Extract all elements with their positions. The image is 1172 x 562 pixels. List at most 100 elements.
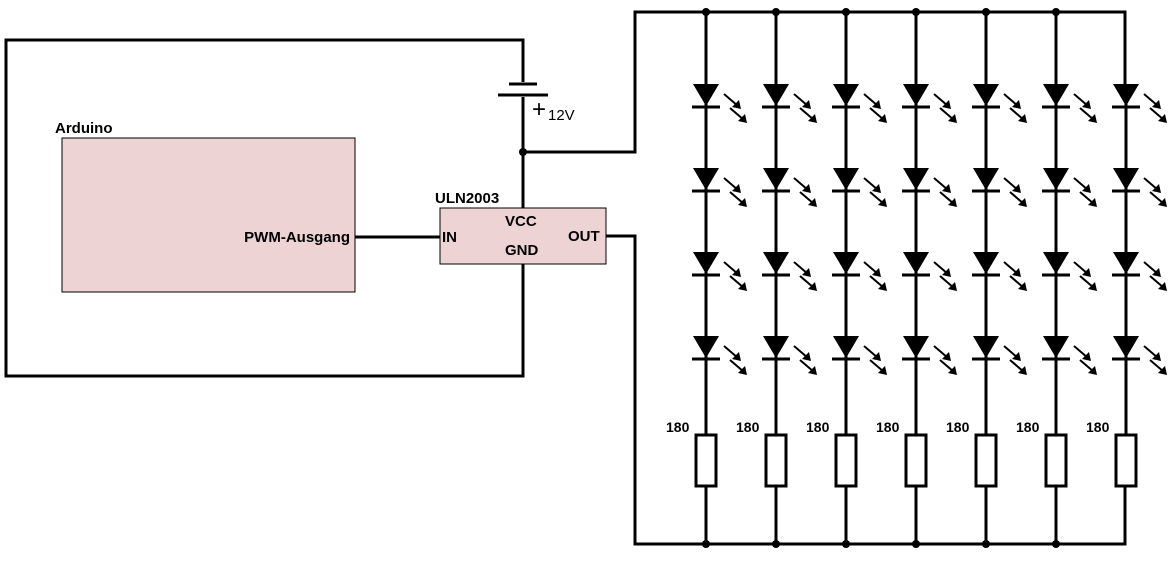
supply-to-led-bus-wire — [523, 10, 1127, 154]
light-arrow-head — [1158, 198, 1167, 207]
top-bus-junction — [1052, 8, 1060, 16]
led-icon — [973, 252, 999, 274]
light-arrow-head — [1152, 268, 1161, 277]
top-bus-junction — [982, 8, 990, 16]
resistor-value-label: 180 — [1086, 419, 1110, 435]
light-arrow-head — [878, 198, 887, 207]
uln-gnd-pin: GND — [505, 242, 539, 259]
led-icon — [1043, 84, 1069, 106]
light-arrow-head — [738, 198, 747, 207]
light-arrow-head — [878, 114, 887, 123]
light-arrow-head — [1012, 184, 1021, 193]
light-arrow-head — [1012, 100, 1021, 109]
light-arrow-head — [1088, 282, 1097, 291]
light-arrow-head — [808, 114, 817, 123]
light-arrow-head — [1152, 184, 1161, 193]
pwm-output-label: PWM-Ausgang — [244, 229, 350, 246]
light-arrow-head — [1012, 268, 1021, 277]
led-icon — [763, 84, 789, 106]
light-arrow-head — [1088, 198, 1097, 207]
light-arrow-head — [878, 366, 887, 375]
led-icon — [693, 168, 719, 190]
light-arrow-head — [1018, 282, 1027, 291]
light-arrow-head — [948, 366, 957, 375]
light-arrow-head — [802, 352, 811, 361]
resistor-icon — [1044, 433, 1068, 488]
light-arrow-head — [802, 268, 811, 277]
light-arrow-head — [808, 198, 817, 207]
resistor-icon — [1114, 433, 1138, 488]
light-arrow-head — [802, 184, 811, 193]
light-arrow-head — [732, 352, 741, 361]
top-bus-junction — [772, 8, 780, 16]
led-icon — [1043, 252, 1069, 274]
led-icon — [1043, 168, 1069, 190]
light-arrow-head — [732, 100, 741, 109]
led-icon — [693, 252, 719, 274]
light-arrow-head — [732, 184, 741, 193]
light-arrow-head — [948, 114, 957, 123]
out-to-ground-bus-wire — [606, 234, 1127, 546]
light-arrow-head — [1018, 114, 1027, 123]
light-arrow-head — [1158, 282, 1167, 291]
light-arrow-head — [1088, 366, 1097, 375]
resistor-value-label: 180 — [666, 419, 690, 435]
light-arrow-head — [942, 100, 951, 109]
light-arrow-head — [1152, 352, 1161, 361]
resistor-icon — [694, 433, 718, 488]
uln-in-pin: IN — [442, 229, 457, 246]
led-icon — [1113, 84, 1139, 106]
light-arrow-head — [872, 100, 881, 109]
led-icon — [833, 168, 859, 190]
light-arrow-head — [1152, 100, 1161, 109]
top-bus-junction — [842, 8, 850, 16]
battery-voltage-label: 12V — [548, 107, 575, 124]
light-arrow-head — [802, 100, 811, 109]
led-icon — [973, 168, 999, 190]
uln-out-pin: OUT — [568, 228, 600, 245]
led-icon — [833, 336, 859, 358]
led-icon — [833, 252, 859, 274]
light-arrow-head — [738, 282, 747, 291]
light-arrow-head — [1018, 366, 1027, 375]
led-icon — [1043, 336, 1069, 358]
resistor-value-label: 180 — [876, 419, 900, 435]
arduino-block — [61, 137, 356, 293]
led-icon — [1113, 252, 1139, 274]
left-loop-wire — [4, 38, 525, 378]
light-arrow-head — [942, 184, 951, 193]
led-icon — [903, 168, 929, 190]
light-arrow-head — [1158, 366, 1167, 375]
led-icon — [973, 84, 999, 106]
led-icon — [833, 84, 859, 106]
resistor-icon — [974, 433, 998, 488]
light-arrow-head — [808, 282, 817, 291]
resistor-icon — [904, 433, 928, 488]
light-arrow-head — [942, 268, 951, 277]
led-icon — [763, 252, 789, 274]
light-arrow-head — [1088, 114, 1097, 123]
light-arrow-head — [1082, 268, 1091, 277]
resistor-icon — [764, 433, 788, 488]
resistor-value-label: 180 — [1016, 419, 1040, 435]
led-icon — [903, 84, 929, 106]
light-arrow-head — [1082, 184, 1091, 193]
led-icon — [973, 336, 999, 358]
light-arrow-head — [872, 268, 881, 277]
light-arrow-head — [872, 184, 881, 193]
led-icon — [763, 168, 789, 190]
light-arrow-head — [738, 114, 747, 123]
led-icon — [1113, 336, 1139, 358]
led-icon — [693, 336, 719, 358]
uln-vcc-pin: VCC — [505, 213, 537, 230]
light-arrow-head — [1018, 198, 1027, 207]
light-arrow-head — [872, 352, 881, 361]
resistor-value-label: 180 — [946, 419, 970, 435]
top-bus-junction — [912, 8, 920, 16]
light-arrow-head — [1082, 352, 1091, 361]
light-arrow-head — [1012, 352, 1021, 361]
light-arrow-head — [1082, 100, 1091, 109]
resistor-value-label: 180 — [736, 419, 760, 435]
led-icon — [903, 336, 929, 358]
light-arrow-head — [942, 352, 951, 361]
